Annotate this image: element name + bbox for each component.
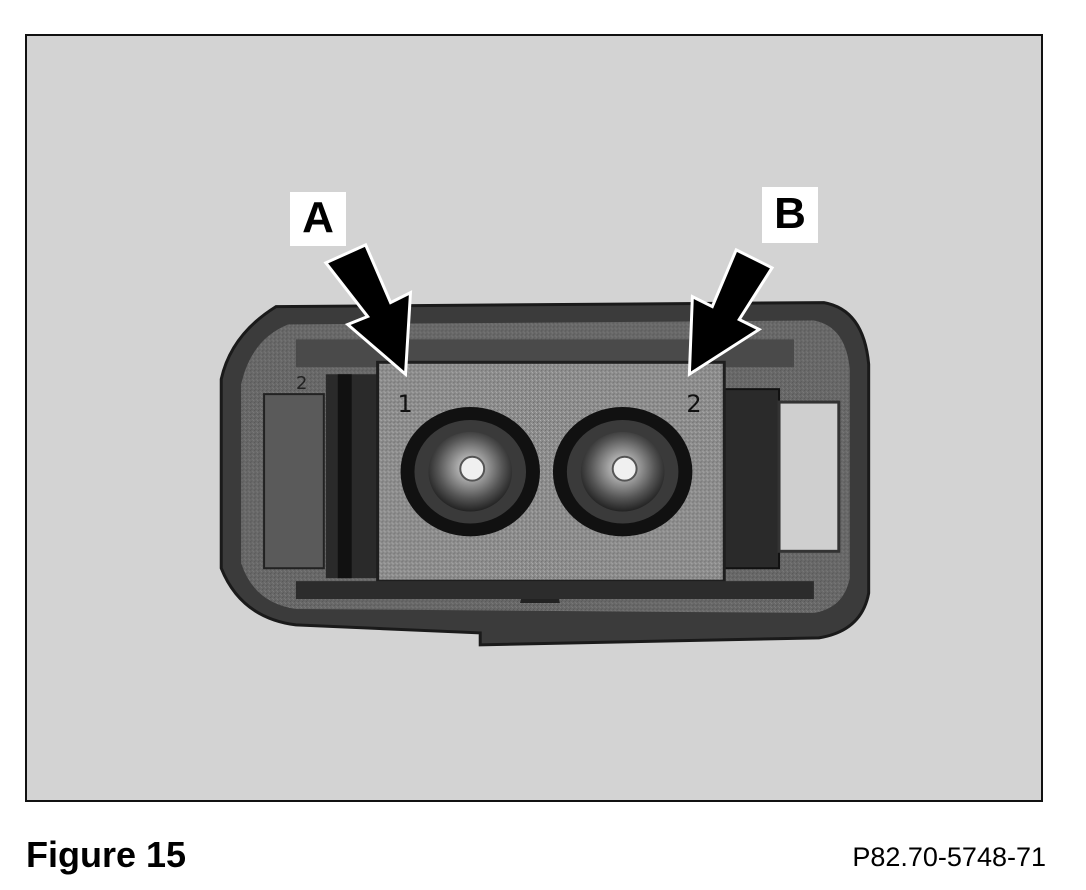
- socket-2: [552, 407, 693, 537]
- pin-label-2: 2: [686, 390, 701, 418]
- side-label: 2: [296, 373, 307, 394]
- figure-frame: 1 2 2: [25, 34, 1043, 802]
- figure-caption: Figure 15: [26, 834, 187, 875]
- pin-label-1: 1: [398, 390, 413, 418]
- right-latch: [723, 388, 781, 570]
- callout-a: A: [290, 192, 346, 246]
- arrow-b: [687, 247, 775, 378]
- callout-b: B: [762, 187, 818, 243]
- connector-photo: 1 2 2: [219, 242, 871, 647]
- arrow-a: [323, 242, 413, 378]
- left-latch: [263, 393, 325, 570]
- figure-reference: P82.70-5748-71: [852, 842, 1046, 872]
- socket-1: [400, 407, 540, 537]
